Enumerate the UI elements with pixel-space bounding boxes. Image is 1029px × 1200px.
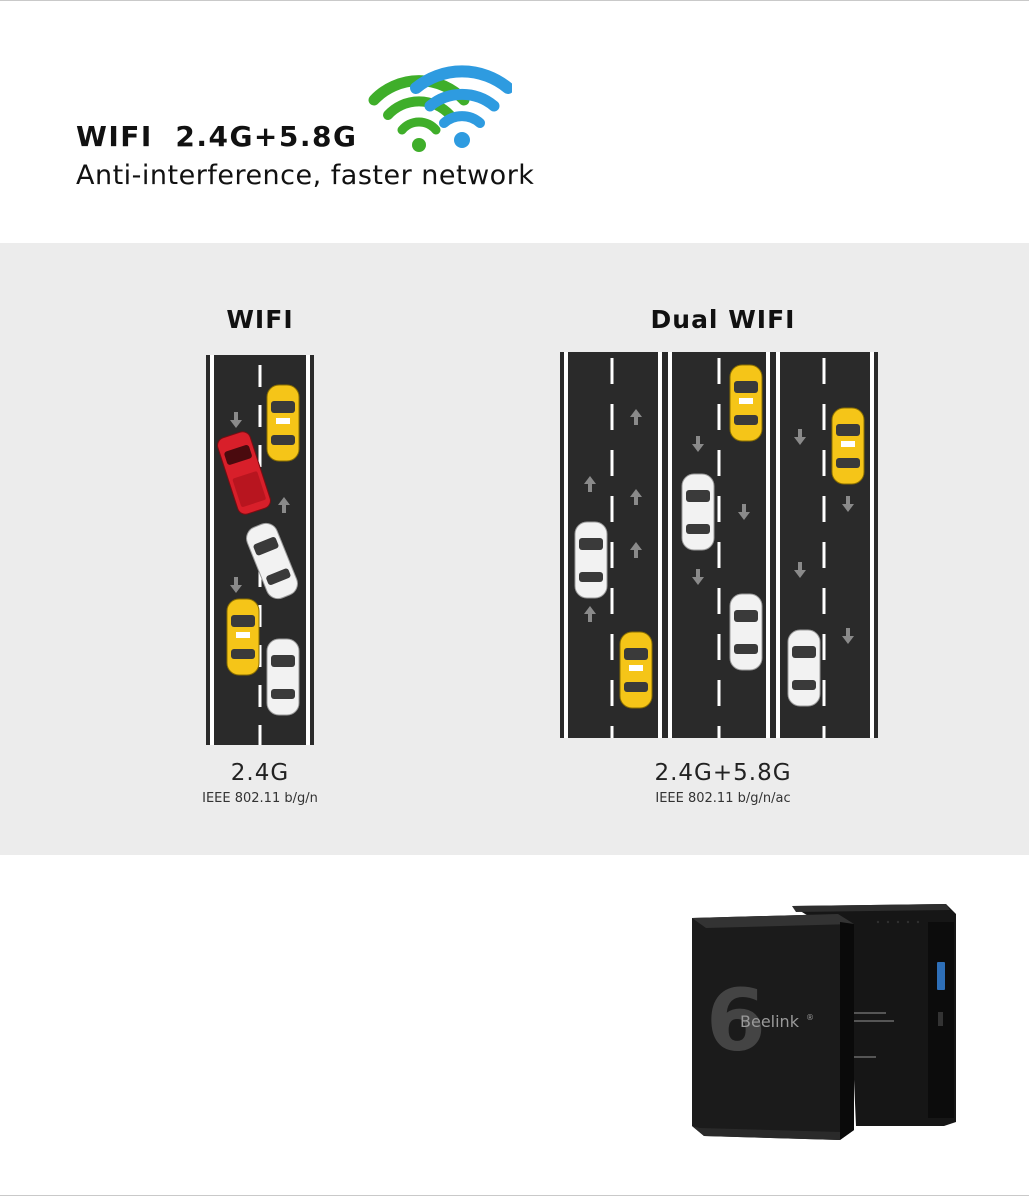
single-frequency: 2.4G	[230, 760, 290, 786]
dual-lane-road	[560, 352, 878, 738]
wifi-signal-icon	[368, 65, 512, 152]
brand-name: Beelink	[740, 1012, 800, 1031]
single-lane-road	[206, 355, 314, 745]
registered-mark: ®	[806, 1013, 814, 1022]
dual-frequency: 2.4G+5.8G	[654, 760, 792, 786]
dual-standard: IEEE 802.11 b/g/n/ac	[655, 791, 791, 806]
dual-wifi-label: Dual WIFI	[650, 305, 796, 334]
bottom-divider	[0, 1195, 1029, 1196]
page-title: WIFI 2.4G+5.8G	[76, 120, 358, 153]
single-wifi-label: WIFI	[226, 305, 294, 334]
top-divider	[0, 0, 1029, 1]
tv-box-product-image: 6 Beelink ®	[692, 904, 956, 1140]
single-standard: IEEE 802.11 b/g/n	[202, 791, 318, 806]
brand-number: 6	[706, 971, 766, 1071]
page-subtitle: Anti-interference, faster network	[76, 160, 535, 191]
